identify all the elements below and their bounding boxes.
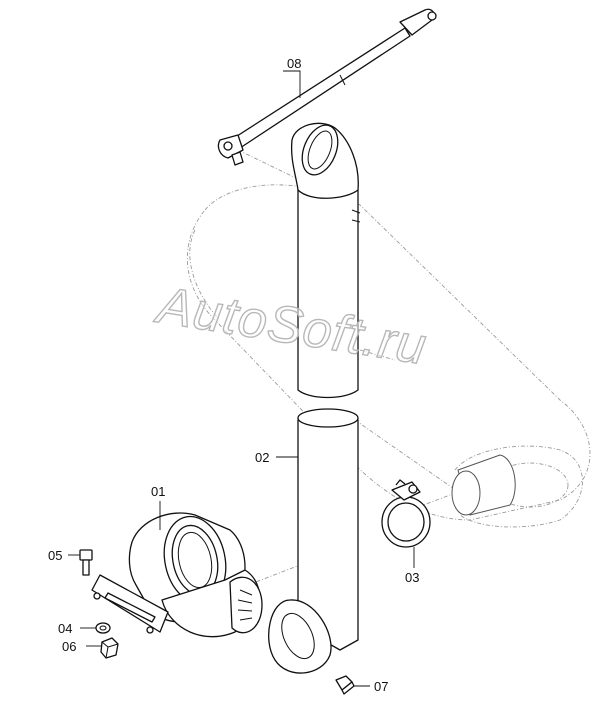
part-02-upper-stack-pipe	[290, 122, 361, 399]
callout-04: 04	[58, 621, 72, 636]
callout-03: 03	[405, 570, 419, 585]
callout-08: 08	[287, 56, 301, 71]
part-05-bolt	[79, 549, 93, 576]
part-01-exhaust-elbow	[91, 512, 263, 638]
watermark: AutoSoft.ru	[151, 276, 431, 376]
part-08-stay-rod	[217, 8, 437, 166]
tailpipe-stub	[451, 454, 516, 516]
callout-labels: 08 02 01 05 03 04 06 07	[48, 56, 419, 694]
callout-02: 02	[255, 450, 269, 465]
callout-01: 01	[151, 484, 165, 499]
callout-06: 06	[62, 639, 76, 654]
part-07-small-bolt	[335, 675, 355, 695]
part-06-nut	[100, 637, 119, 659]
callout-07: 07	[374, 679, 388, 694]
part-02-lower-elbow-pipe	[268, 408, 359, 674]
part-04-washer	[95, 622, 111, 634]
leader-lines	[68, 70, 415, 687]
part-03-hose-clamp	[381, 479, 431, 548]
callout-05: 05	[48, 548, 62, 563]
